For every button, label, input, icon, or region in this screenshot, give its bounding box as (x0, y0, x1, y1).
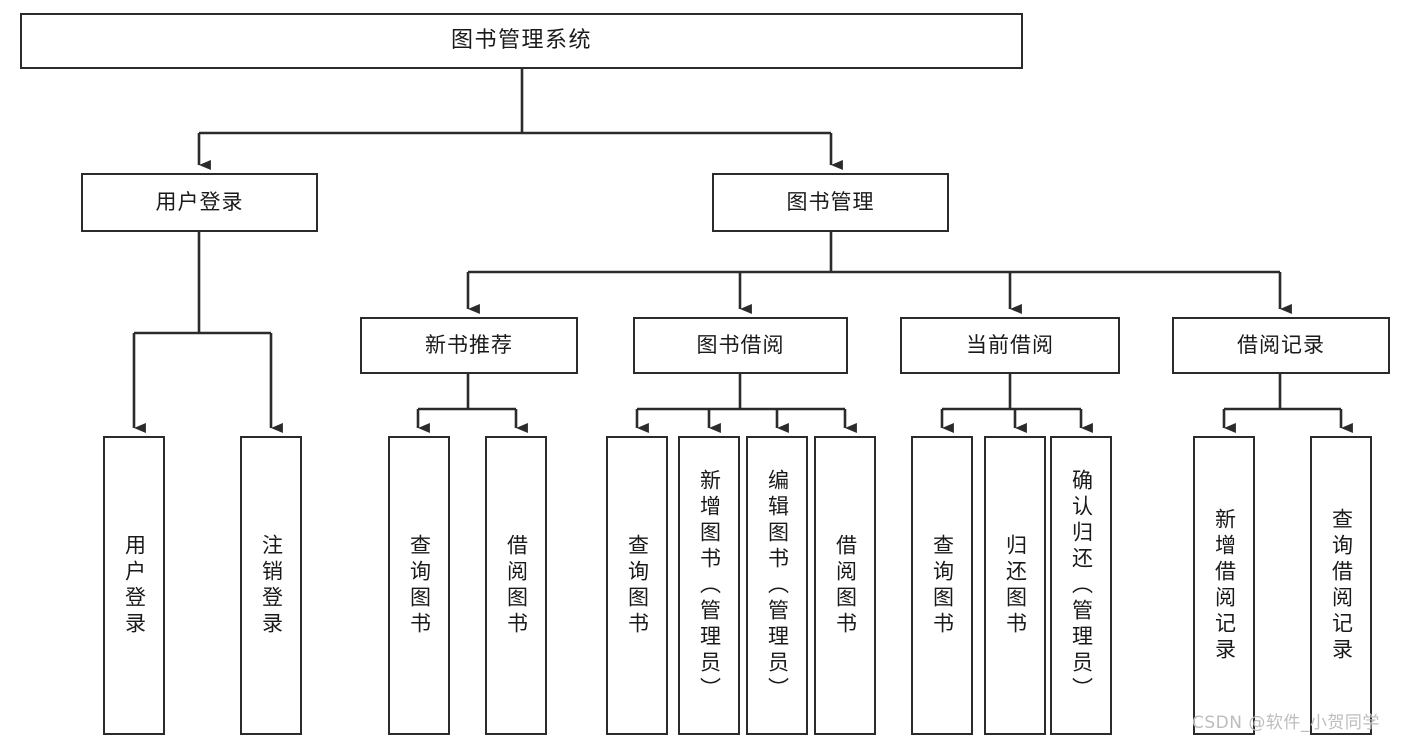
leaf-query-book-borrowing[interactable]: 查询图书 (606, 436, 668, 735)
node-root[interactable]: 图书管理系统 (20, 13, 1023, 69)
leaf-user-login-label: 用户登录 (122, 533, 147, 638)
leaf-query-borrow-record[interactable]: 查询借阅记录 (1310, 436, 1372, 735)
leaf-query-book-current-label: 查询图书 (930, 533, 955, 638)
leaf-edit-book-admin-label: 编辑图书（管理员） (765, 468, 790, 703)
node-user-login-label: 用户登录 (155, 190, 244, 215)
leaf-query-book-newbook-label: 查询图书 (407, 533, 432, 638)
leaf-return-book[interactable]: 归还图书 (984, 436, 1046, 735)
leaf-logout[interactable]: 注销登录 (240, 436, 302, 735)
leaf-confirm-return-admin[interactable]: 确认归还（管理员） (1050, 436, 1112, 735)
leaf-edit-book-admin[interactable]: 编辑图书（管理员） (746, 436, 808, 735)
node-new-book-recommendation[interactable]: 新书推荐 (360, 317, 578, 374)
leaf-borrow-book-newbook[interactable]: 借阅图书 (485, 436, 547, 735)
node-new-book-recommendation-label: 新书推荐 (425, 333, 513, 358)
leaf-add-book-admin-label: 新增图书（管理员） (697, 468, 722, 703)
node-borrow-records-label: 借阅记录 (1237, 333, 1325, 358)
leaf-lend-book[interactable]: 借阅图书 (814, 436, 876, 735)
leaf-add-borrow-record-label: 新增借阅记录 (1212, 507, 1237, 664)
leaf-return-book-label: 归还图书 (1003, 533, 1028, 638)
node-user-login[interactable]: 用户登录 (81, 173, 318, 232)
leaf-user-login[interactable]: 用户登录 (103, 436, 165, 735)
node-current-borrowing-label: 当前借阅 (966, 333, 1054, 358)
leaf-confirm-return-admin-label: 确认归还（管理员） (1069, 468, 1094, 703)
leaf-add-book-admin[interactable]: 新增图书（管理员） (678, 436, 740, 735)
leaf-logout-label: 注销登录 (259, 533, 284, 638)
node-book-borrowing[interactable]: 图书借阅 (633, 317, 848, 374)
node-book-management-label: 图书管理 (786, 190, 875, 215)
leaf-lend-book-label: 借阅图书 (833, 533, 858, 638)
node-current-borrowing[interactable]: 当前借阅 (900, 317, 1120, 374)
leaf-query-book-current[interactable]: 查询图书 (911, 436, 973, 735)
leaf-borrow-book-newbook-label: 借阅图书 (504, 533, 529, 638)
leaf-add-borrow-record[interactable]: 新增借阅记录 (1193, 436, 1255, 735)
leaf-query-book-borrowing-label: 查询图书 (625, 533, 650, 638)
leaf-query-borrow-record-label: 查询借阅记录 (1329, 507, 1354, 664)
node-borrow-records[interactable]: 借阅记录 (1172, 317, 1390, 374)
node-book-borrowing-label: 图书借阅 (696, 333, 785, 358)
csdn-watermark: CSDN @软件_小贺同学 (1192, 713, 1380, 733)
leaf-query-book-newbook[interactable]: 查询图书 (388, 436, 450, 735)
node-root-label: 图书管理系统 (450, 28, 592, 54)
node-book-management[interactable]: 图书管理 (712, 173, 949, 232)
